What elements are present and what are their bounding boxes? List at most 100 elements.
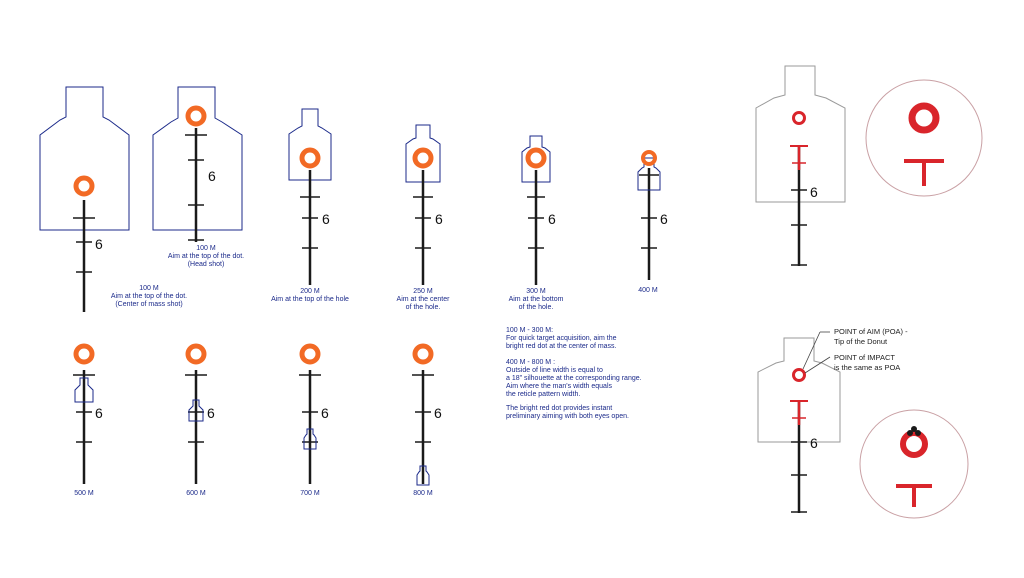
- red-dot: [792, 111, 806, 125]
- caption-line: 800 M: [413, 490, 433, 497]
- stadia-label: 6: [810, 435, 818, 451]
- donut-icon: [908, 102, 940, 134]
- stadia-label: 6: [208, 168, 216, 184]
- caption-line: 400 M: [638, 287, 658, 294]
- reticle: [299, 370, 321, 484]
- stadia-label: 6: [660, 211, 668, 227]
- red-dot: [299, 147, 321, 169]
- poa-label: POINT of AIM (POA) -: [834, 327, 908, 336]
- caption-line: 300 M: [526, 288, 546, 295]
- note-line: 100 M - 300 M:: [506, 327, 553, 334]
- red-dot: [73, 175, 95, 197]
- caption-line: Aim at the bottom: [509, 296, 564, 303]
- caption-line: 100 M: [196, 245, 216, 252]
- silhouette-outline: [188, 399, 204, 422]
- red-dot: [525, 147, 547, 169]
- target-800m: 6 800 M: [412, 343, 442, 497]
- red-dot: [641, 150, 657, 166]
- caption-line: of the hole.: [406, 304, 441, 311]
- caption-line: 600 M: [186, 490, 206, 497]
- caption-line: 700 M: [300, 490, 320, 497]
- target-250m: 6 250 M Aim at the center of the hole.: [397, 124, 451, 311]
- note-line: Aim where the man's width equals: [506, 383, 612, 390]
- reticle: [790, 145, 808, 266]
- silhouette-outline: [74, 377, 94, 403]
- stadia-label: 6: [95, 236, 103, 252]
- note-line: The bright red dot provides instant: [506, 405, 612, 412]
- reticle: [527, 170, 545, 285]
- silhouette-outline: [39, 86, 130, 231]
- reticle: [639, 168, 659, 280]
- red-dot: [412, 147, 434, 169]
- zoom-circle-outline: [865, 79, 983, 197]
- zoom-circle-outline: [859, 409, 969, 519]
- caption-line: Aim at the top of the dot.: [111, 293, 187, 300]
- stadia-label: 6: [435, 211, 443, 227]
- red-dot: [792, 368, 806, 382]
- silhouette-outline: [757, 337, 841, 443]
- caption-line: 250 M: [413, 288, 433, 295]
- reticle-overlay-top: 6: [755, 65, 846, 266]
- target-300m: 6 300 M Aim at the bottom of the hole.: [509, 135, 564, 311]
- caption-line: Aim at the center: [397, 296, 451, 303]
- stadia-label: 6: [434, 405, 442, 421]
- poi-leader-line: [804, 356, 831, 374]
- reticle: [413, 170, 433, 285]
- stadia-label: 6: [207, 405, 215, 421]
- reticle: [300, 170, 320, 285]
- poi-label: POINT of IMPACT: [834, 353, 895, 362]
- silhouette-outline: [152, 86, 243, 231]
- note-line: a 18" silhouette at the corresponding ra…: [506, 375, 642, 382]
- reticle: [790, 400, 808, 513]
- red-dot: [185, 343, 207, 365]
- reticle-overlay-bottom: 6 POINT of AIM (POA) - Tip of the Donut …: [757, 327, 908, 513]
- stadia-label: 6: [810, 184, 818, 200]
- reticle: [185, 370, 207, 484]
- caption-line: 500 M: [74, 490, 94, 497]
- target-200m: 6 200 M Aim at the top of the hole: [271, 108, 349, 303]
- note-line: bright red dot at the center of mass.: [506, 343, 617, 350]
- bullet-hole-icon: [915, 430, 921, 436]
- red-dot: [412, 343, 434, 365]
- red-dot: [299, 343, 321, 365]
- caption-line: (Center of mass shot): [115, 301, 182, 308]
- target-600m: 6 600 M: [185, 343, 215, 497]
- zoom-circle-bottom: [859, 409, 969, 519]
- poi-label: is the same as POA: [834, 363, 900, 372]
- note-line: For quick target acquisition, aim the: [506, 335, 617, 342]
- stadia-label: 6: [548, 211, 556, 227]
- stadia-label: 6: [321, 405, 329, 421]
- bullet-hole-icon: [911, 426, 917, 432]
- reticle: [185, 128, 207, 242]
- target-100m-center: 6 100 M Aim at the top of the dot. (Cent…: [39, 86, 187, 312]
- silhouette-outline: [303, 428, 317, 450]
- caption-line: Aim at the top of the dot.: [168, 253, 244, 260]
- caption-line: 200 M: [300, 288, 320, 295]
- stadia-label: 6: [95, 405, 103, 421]
- silhouette-outline: [521, 135, 551, 183]
- note-line: preliminary aiming with both eyes open.: [506, 413, 629, 420]
- caption-line: (Head shot): [188, 261, 225, 268]
- target-400m: 6 400 M: [637, 150, 668, 294]
- silhouette-outline: [416, 465, 430, 486]
- note-line: the reticle pattern width.: [506, 391, 580, 398]
- caption-line: of the hole.: [519, 304, 554, 311]
- reticle: [73, 370, 95, 484]
- target-700m: 6 700 M: [299, 343, 329, 497]
- bullet-hole-icon: [907, 430, 913, 436]
- silhouette-outline: [405, 124, 441, 183]
- caption-line: 100 M: [139, 285, 159, 292]
- silhouette-outline: [755, 65, 846, 203]
- caption-line: Aim at the top of the hole: [271, 296, 349, 303]
- red-dot: [73, 343, 95, 365]
- range-notes: 100 M - 300 M: For quick target acquisit…: [506, 327, 642, 420]
- poa-label: Tip of the Donut: [834, 337, 888, 346]
- reticle: [73, 200, 95, 312]
- target-500m: 6 500 M: [73, 343, 103, 497]
- silhouette-outline: [288, 108, 332, 181]
- note-line: 400 M - 800 M :: [506, 359, 555, 366]
- target-100m-head: 6 100 M Aim at the top of the dot. (Head…: [152, 86, 244, 268]
- donut-icon: [900, 430, 928, 458]
